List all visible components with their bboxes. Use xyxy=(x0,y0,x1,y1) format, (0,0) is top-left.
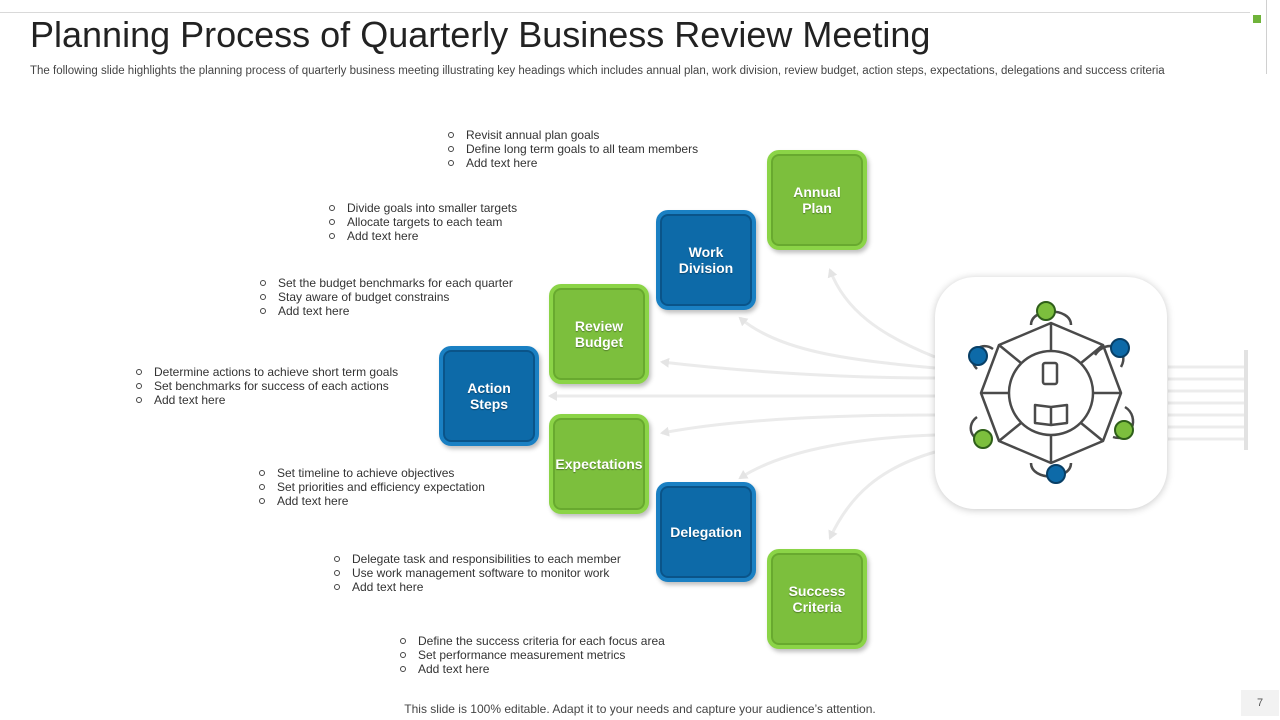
step-label: Action Steps xyxy=(467,380,511,412)
bullet-item: Add text here xyxy=(328,229,517,243)
work-division-bullets: Divide goals into smaller targets Alloca… xyxy=(328,201,517,243)
side-divider xyxy=(1266,0,1267,74)
step-label: Success Criteria xyxy=(788,583,846,615)
step-expectations: Expectations xyxy=(549,414,649,514)
bullet-item: Define the success criteria for each foc… xyxy=(399,634,665,648)
bullet-item: Add text here xyxy=(258,494,485,508)
corner-accent xyxy=(1253,15,1261,23)
step-delegation: Delegation xyxy=(656,482,756,582)
bullet-item: Delegate task and responsibilities to ea… xyxy=(333,552,621,566)
bullet-item: Revisit annual plan goals xyxy=(447,128,698,142)
action-steps-bullets: Determine actions to achieve short term … xyxy=(135,365,398,407)
bullet-item: Divide goals into smaller targets xyxy=(328,201,517,215)
bullet-item: Add text here xyxy=(259,304,513,318)
bullet-item: Define long term goals to all team membe… xyxy=(447,142,698,156)
step-label: Review Budget xyxy=(574,318,624,350)
step-review-budget: Review Budget xyxy=(549,284,649,384)
bullet-item: Set priorities and efficiency expectatio… xyxy=(258,480,485,494)
step-label: Expectations xyxy=(555,456,643,472)
bullet-item: Add text here xyxy=(399,662,665,676)
bullet-item: Determine actions to achieve short term … xyxy=(135,365,398,379)
step-action-steps: Action Steps xyxy=(439,346,539,446)
step-label: Delegation xyxy=(670,524,742,540)
bullet-item: Set timeline to achieve objectives xyxy=(258,466,485,480)
bullet-item: Set the budget benchmarks for each quart… xyxy=(259,276,513,290)
bullet-item: Set benchmarks for success of each actio… xyxy=(135,379,398,393)
bullet-item: Add text here xyxy=(135,393,398,407)
success-criteria-bullets: Define the success criteria for each foc… xyxy=(399,634,665,676)
annual-plan-bullets: Revisit annual plan goals Define long te… xyxy=(447,128,698,170)
page-subtitle: The following slide highlights the plann… xyxy=(30,65,1165,77)
review-budget-bullets: Set the budget benchmarks for each quart… xyxy=(259,276,513,318)
step-success-criteria: Success Criteria xyxy=(767,549,867,649)
step-label: Annual Plan xyxy=(793,184,841,216)
meeting-icon-card xyxy=(935,277,1167,509)
step-label: Work Division xyxy=(678,244,734,276)
bullet-item: Allocate targets to each team xyxy=(328,215,517,229)
bullet-item: Add text here xyxy=(447,156,698,170)
meeting-table-icon xyxy=(968,301,1135,484)
top-divider xyxy=(0,12,1250,13)
bullet-item: Use work management software to monitor … xyxy=(333,566,621,580)
bullet-item: Stay aware of budget constrains xyxy=(259,290,513,304)
bullet-item: Set performance measurement metrics xyxy=(399,648,665,662)
step-work-division: Work Division xyxy=(656,210,756,310)
expectations-bullets: Set timeline to achieve objectives Set p… xyxy=(258,466,485,508)
delegation-bullets: Delegate task and responsibilities to ea… xyxy=(333,552,621,594)
step-annual-plan: Annual Plan xyxy=(767,150,867,250)
page-title: Planning Process of Quarterly Business R… xyxy=(30,14,931,55)
footer-note: This slide is 100% editable. Adapt it to… xyxy=(404,702,876,716)
page-number: 7 xyxy=(1241,690,1279,716)
bullet-item: Add text here xyxy=(333,580,621,594)
